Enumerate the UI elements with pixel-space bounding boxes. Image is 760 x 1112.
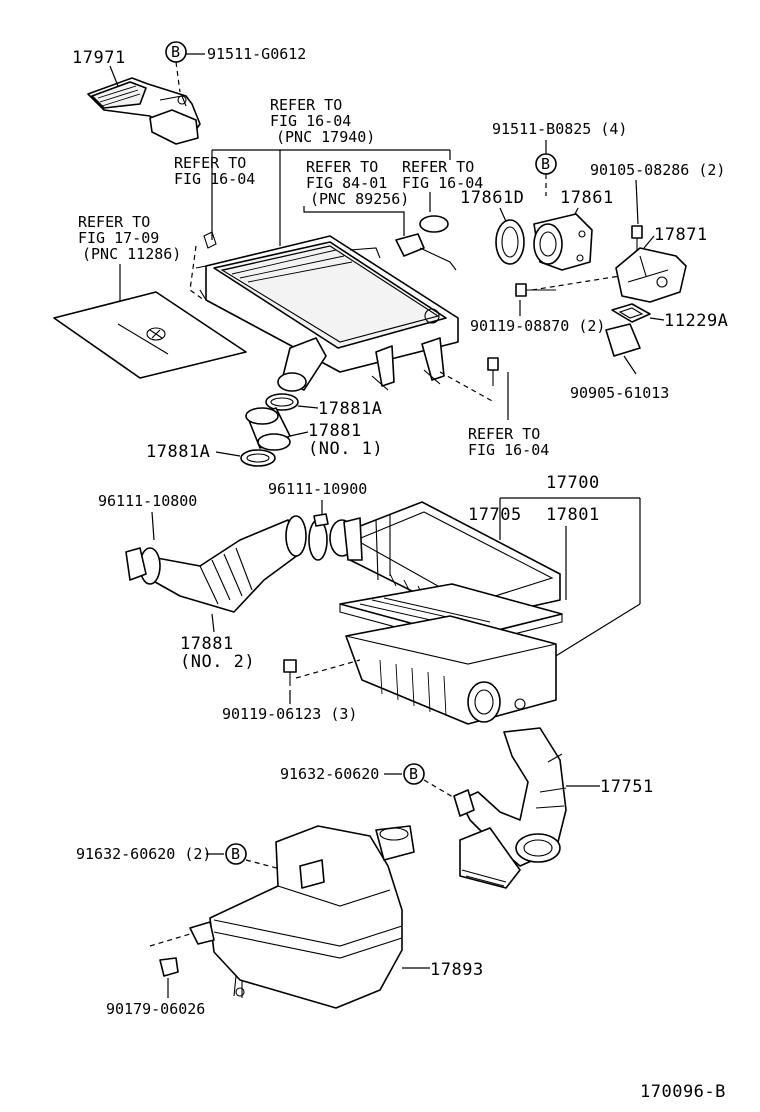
bolt-90119-08870 (515, 283, 556, 297)
refer-fig-16-04-pnc-17940: REFER TO FIG 16-04 (PNC 17940) (270, 96, 375, 146)
label-90119-08870: 90119-08870 (2) (470, 317, 605, 335)
label-91511-g0612: 91511-G0612 (207, 45, 306, 63)
svg-text:B: B (231, 845, 240, 863)
marker-b-2: B (535, 153, 557, 175)
svg-text:B: B (541, 155, 550, 173)
clip-90179-06026 (159, 957, 179, 977)
air-cleaner-case (345, 615, 557, 725)
label-17700: 17700 (546, 473, 600, 493)
duct-17971 (87, 77, 201, 145)
refer-fig-84-01: REFER TO FIG 84-01 (PNC 89256) (306, 158, 409, 208)
label-90119-06123: 90119-06123 (3) (222, 705, 357, 723)
clamp-17881a-upper (265, 393, 299, 411)
hose-17881-no1 (245, 407, 291, 451)
bolt-refer (487, 357, 499, 386)
bracket-17871 (615, 247, 687, 303)
label-96111-10900: 96111-10900 (268, 480, 367, 498)
label-91632-60620: 91632-60620 (280, 765, 379, 783)
clamp-17881a-lower (240, 449, 276, 467)
gasket-11229a (611, 303, 651, 323)
hose-17881-no2 (125, 515, 307, 613)
filter-sheet (53, 291, 247, 379)
bolt-90119-06123 (283, 659, 297, 686)
label-17751: 17751 (600, 777, 654, 797)
label-91632-60620-2: 91632-60620 (2) (76, 845, 211, 863)
refer-fig-16-04-b: REFER TO FIG 16-04 (402, 158, 483, 192)
label-17801: 17801 (546, 505, 600, 525)
label-17861: 17861 (560, 188, 614, 208)
label-90179-06026: 90179-06026 (106, 1000, 205, 1018)
label-11229a: 11229A (664, 311, 728, 331)
diagram-id: 170096-B (640, 1082, 726, 1102)
label-17893: 17893 (430, 960, 484, 980)
air-cleaner-cap-17705 (329, 501, 561, 621)
label-17861d: 17861D (460, 188, 524, 208)
refer-fig-17-09: REFER TO FIG 17-09 (PNC 11286) (78, 213, 181, 263)
upper-air-cleaner (189, 215, 459, 392)
resonator-17893 (189, 825, 415, 1009)
label-17881a-upper: 17881A (318, 399, 382, 419)
refer-fig-16-04-c: REFER TO FIG 16-04 (468, 425, 549, 459)
ring-17861d (495, 219, 525, 265)
label-90905-61013: 90905-61013 (570, 384, 669, 402)
marker-b-3: B (403, 763, 425, 785)
marker-b-text: B (171, 43, 180, 61)
grommet-90905-61013 (605, 323, 641, 357)
label-90105-08286: 90105-08286 (2) (590, 161, 725, 179)
clamp-96111-10900 (308, 513, 329, 561)
label-17881-no2: 17881 (NO. 2) (180, 634, 255, 672)
duct-17751 (453, 727, 567, 889)
marker-b-4: B (225, 843, 247, 865)
label-17971: 17971 (72, 48, 126, 68)
label-91511-b0825: 91511-B0825 (4) (492, 120, 627, 138)
refer-fig-16-04-a: REFER TO FIG 16-04 (174, 154, 255, 188)
label-96111-10800: 96111-10800 (98, 492, 197, 510)
marker-b-1: B (165, 41, 187, 63)
flow-meter-17861 (533, 213, 593, 271)
label-17705: 17705 (468, 505, 522, 525)
label-17881-no1: 17881 (NO. 1) (308, 421, 383, 459)
label-17881a-lower: 17881A (146, 442, 210, 462)
svg-text:B: B (409, 765, 418, 783)
label-17871: 17871 (654, 225, 708, 245)
